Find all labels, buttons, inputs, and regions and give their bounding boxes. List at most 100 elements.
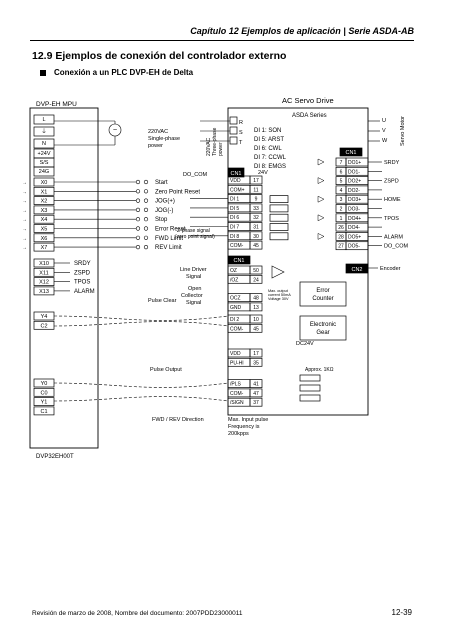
error-counter-label: Error <box>316 288 329 294</box>
drive-title: AC Servo Drive <box>282 96 334 105</box>
do-num: 7 <box>340 160 343 166</box>
zphase-pin-num: 50 <box>253 268 259 274</box>
subsection-text: Conexión a un PLC DVP-EH de Delta <box>54 68 194 77</box>
transistor-icon <box>317 177 325 185</box>
plc-status-pin-label: X10 <box>39 261 49 267</box>
open-collector-label: Collector <box>181 293 203 299</box>
cn1-pin-name: DI 8 <box>230 234 239 240</box>
switch-contact-icon <box>143 226 149 231</box>
fwd-rev-label: FWD / REV Direction <box>152 417 204 423</box>
plc-input-pin-label: X6 <box>41 236 48 242</box>
do-num: 5 <box>340 179 343 185</box>
plc-input-pin-label: X0 <box>41 180 48 186</box>
input-arrow-icon: → <box>22 217 27 223</box>
cn1-pin-name: DI 5 <box>230 206 239 212</box>
plc-status-label: SRDY <box>74 261 91 267</box>
servo-motor-label: Servo Motor <box>400 116 406 146</box>
cn1-pin-num: 45 <box>253 243 259 249</box>
switch-contact-icon <box>143 198 149 203</box>
do-output-label: HOME <box>384 197 401 203</box>
plc-input-pin-label: X4 <box>41 217 48 223</box>
pulse-clear-label: Pulse Clear <box>148 298 177 304</box>
resistor-icon <box>299 384 321 392</box>
plc-status-pin-label: X11 <box>39 270 48 276</box>
plc-input-label: Start <box>155 180 168 186</box>
pulse-pin-num: 41 <box>253 382 259 388</box>
line-driver-label: Signal <box>186 274 201 280</box>
cn1-pin-num: 30 <box>253 234 259 240</box>
switch-contact-icon <box>135 245 141 250</box>
transistor-icon <box>317 158 325 166</box>
switch-contact-icon <box>135 198 141 203</box>
power-three-label: 220VAC <box>206 137 212 156</box>
cn1-pin-num-box <box>249 240 263 250</box>
optocoupler-icon <box>269 204 289 213</box>
terminal-rst-label: R <box>239 120 243 126</box>
pulse-pin-num: 17 <box>253 351 259 357</box>
cn1-z-label: CN1 <box>233 258 244 264</box>
input-arrow-icon: → <box>22 189 27 195</box>
twisted-pair-pulse <box>53 396 229 402</box>
clear-pin-num-box <box>249 323 263 333</box>
power-three-label: power <box>218 142 224 156</box>
open-collector-label: Open <box>188 286 201 292</box>
plc-input-pin-label: X7 <box>41 245 48 251</box>
cn1-pin-name: DI 1 <box>230 197 239 203</box>
twisted-pair-clear <box>53 321 229 327</box>
zphase-pin-num-box <box>249 302 263 312</box>
do-num: 26 <box>338 225 344 231</box>
do-num: 6 <box>340 169 343 175</box>
do-name: DO5- <box>348 244 360 250</box>
clear-pin-num: 10 <box>253 317 259 323</box>
input-arrow-icon: → <box>22 227 27 233</box>
plc-pulse-pin-label: Y0 <box>41 381 48 387</box>
terminal-w-label: W <box>382 138 388 144</box>
plc-model: DVP32EH00T <box>36 454 74 460</box>
plc-power-pin-label: S/S <box>40 160 49 166</box>
do-com-label: DO_COM <box>183 172 208 178</box>
switch-contact-icon <box>143 235 149 240</box>
di-function-label: DI 7: CCWL <box>254 155 287 161</box>
cn1-pin-name: DI 7 <box>230 225 239 231</box>
pulse-pin-num: 35 <box>253 360 259 366</box>
zphase-pin-name: OCZ <box>230 296 241 302</box>
open-collector-label: Signal <box>186 300 201 306</box>
do-name: DO4+ <box>348 216 361 222</box>
clear-pin-num-box <box>249 314 263 324</box>
resistor-icon <box>299 394 321 402</box>
input-arrow-icon: → <box>22 245 27 251</box>
plc-input-label: JOG(+) <box>155 199 175 205</box>
max-freq-label: Max. Input pulse <box>228 417 268 423</box>
do-name: DO5+ <box>348 234 361 240</box>
max-output-note: Voltage 30V <box>268 297 289 301</box>
zphase-pin-num: 13 <box>253 305 259 311</box>
max-output-note: current 50mA <box>268 293 291 297</box>
ac-symbol-icon: ~ <box>113 127 117 134</box>
cn1-right-label: CN1 <box>345 150 356 156</box>
input-arrow-icon: → <box>22 199 27 205</box>
cn1-tag <box>227 167 245 178</box>
approx-label: Approx. 1KΩ <box>305 367 334 373</box>
do-num: 27 <box>338 244 344 250</box>
transistor-icon <box>317 232 325 240</box>
transistor-icon <box>317 214 325 222</box>
plc-power-pin-label: ⏚ <box>41 128 47 135</box>
do-output-label: ZSPD <box>384 179 399 185</box>
do-name: DO3- <box>348 207 360 213</box>
cn1-pin-num: 11 <box>253 187 258 193</box>
terminal-box <box>229 126 238 135</box>
switch-contact-icon <box>135 226 141 231</box>
pulse-pin-name: /SIGN <box>230 400 244 406</box>
pulse-pin-num-box <box>249 357 263 367</box>
header-chapter: Capítulo 12 Ejemplos de aplicación <box>190 26 341 36</box>
transistor-icon <box>317 195 325 203</box>
terminal-box <box>229 136 238 145</box>
clear-pin-num: 45 <box>253 326 259 332</box>
header-separator: | <box>343 26 346 36</box>
do-name: DO3+ <box>348 197 361 203</box>
do-num: 1 <box>340 216 343 222</box>
power-single-label: Single-phase <box>148 136 180 142</box>
electronic-gear-label: Gear <box>316 330 329 336</box>
pulse-pin-name: PU-HI <box>230 360 244 366</box>
zphase-pin-num-box <box>249 265 263 275</box>
